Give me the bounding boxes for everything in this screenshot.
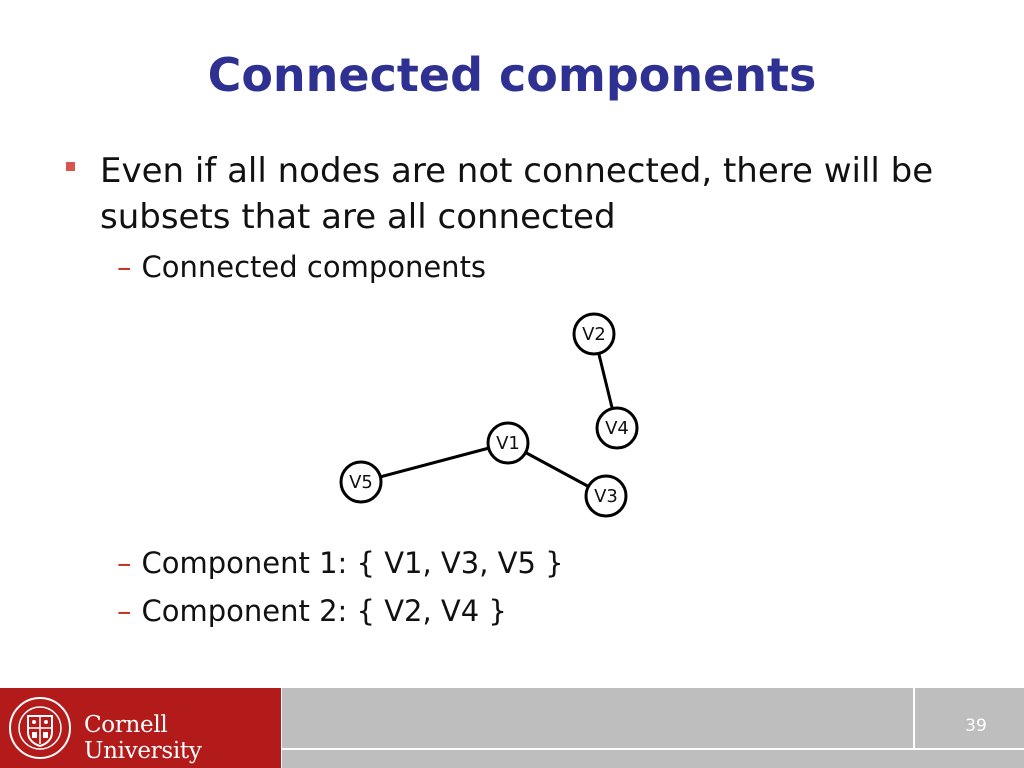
- edge-v5-v1: [360, 441, 509, 484]
- node-label: V4: [605, 418, 629, 439]
- dash-bullet-icon: –: [117, 250, 132, 284]
- node-v1: V1: [486, 421, 530, 465]
- footer-bar: [282, 688, 913, 748]
- slide-title: Connected components: [207, 48, 817, 102]
- sub-bullet-text: Component 1: { V1, V3, V5 }: [141, 546, 564, 580]
- node-label: V3: [594, 486, 618, 507]
- footer-strip: [282, 750, 1024, 768]
- main-bullet-text: Even if all nodes are not connected, the…: [100, 151, 934, 237]
- node-v2: V2: [572, 312, 616, 356]
- node-label: V5: [349, 472, 373, 493]
- node-v5: V5: [339, 460, 383, 504]
- dash-bullet-icon: –: [117, 594, 132, 628]
- sub-bullet-component-1: –Component 1: { V1, V3, V5 }: [117, 545, 564, 581]
- main-bullet: Even if all nodes are not connected, the…: [62, 148, 962, 240]
- node-v3: V3: [584, 474, 628, 518]
- node-circle: [595, 406, 639, 450]
- sub-bullet-connected-components: –Connected components: [117, 249, 486, 285]
- sub-bullet-text: Connected components: [141, 250, 487, 284]
- node-v4: V4: [595, 406, 639, 450]
- page-number: 39: [965, 716, 987, 736]
- square-bullet-icon: [66, 162, 75, 171]
- node-label: V1: [496, 433, 520, 454]
- node-circle: [572, 312, 616, 356]
- sub-bullet-component-2: –Component 2: { V2, V4 }: [117, 593, 507, 629]
- cornell-seal-icon: [9, 697, 71, 759]
- dash-bullet-icon: –: [117, 546, 132, 580]
- brand-panel: Cornell University: [0, 688, 281, 768]
- footer-bar-right: [915, 688, 1024, 748]
- sub-bullet-text: Component 2: { V2, V4 }: [141, 594, 507, 628]
- node-circle: [584, 474, 628, 518]
- node-circle: [339, 460, 383, 504]
- slide-footer: Cornell University 39: [0, 688, 1024, 768]
- graph-edges: [360, 333, 619, 498]
- node-circle: [486, 421, 530, 465]
- node-label: V2: [582, 324, 606, 345]
- brand-name: Cornell University: [84, 712, 202, 764]
